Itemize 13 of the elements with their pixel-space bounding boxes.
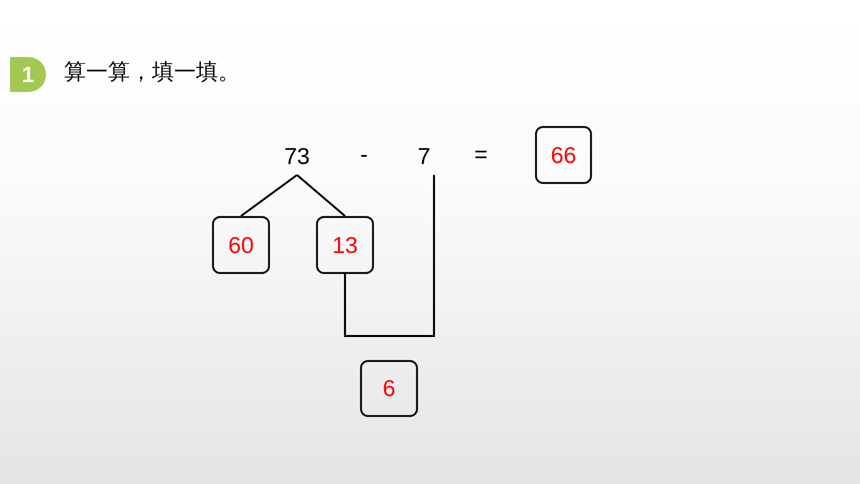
split-line <box>240 174 298 217</box>
answer-box: 6 <box>360 360 418 417</box>
answer-box: 60 <box>212 216 270 274</box>
bracket-line <box>344 175 435 337</box>
number-text: 73 <box>279 138 315 175</box>
answer-box: 13 <box>316 216 374 274</box>
number-text: 7 <box>412 138 436 175</box>
answer-box: 66 <box>535 126 592 184</box>
split-line <box>296 174 346 217</box>
number-badge: 1 <box>10 57 46 92</box>
equals-sign: = <box>473 141 489 168</box>
minus-sign: - <box>359 141 369 168</box>
instruction-title: 算一算，填一填。 <box>64 59 240 87</box>
